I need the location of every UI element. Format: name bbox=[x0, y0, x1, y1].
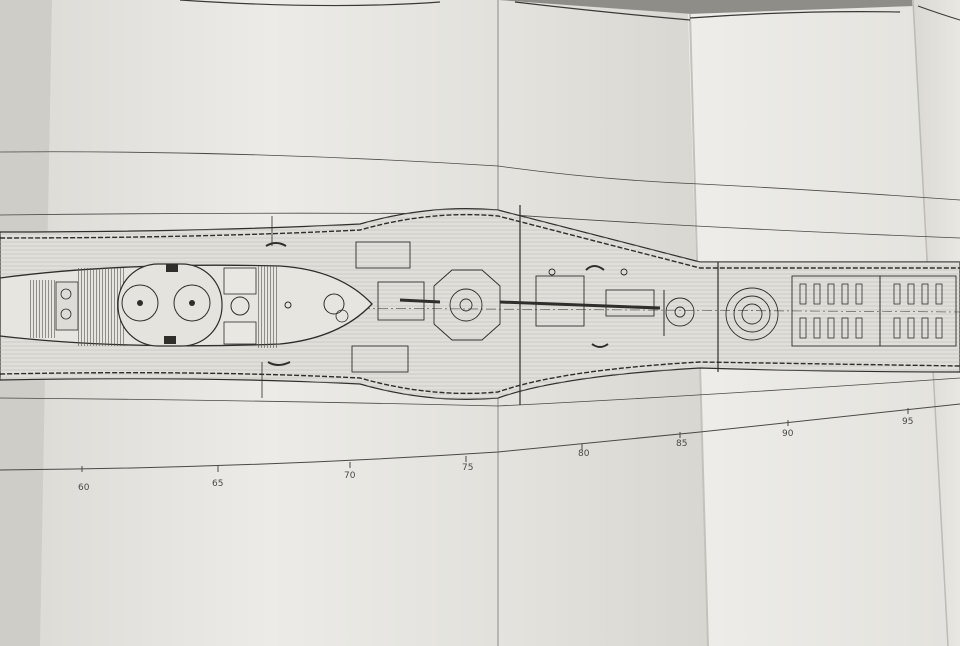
gun-ring bbox=[665, 297, 695, 327]
deck-planking bbox=[0, 208, 960, 400]
deck-box bbox=[55, 281, 79, 331]
davit bbox=[585, 265, 605, 271]
fitting bbox=[166, 264, 178, 272]
turret-center bbox=[189, 300, 195, 306]
scale-label: 60 bbox=[78, 483, 90, 493]
border-line bbox=[689, 11, 901, 19]
gun-mount bbox=[433, 269, 501, 341]
fitting bbox=[164, 336, 176, 344]
gun-ring bbox=[449, 288, 483, 322]
border-line bbox=[179, 0, 441, 7]
vent-circle bbox=[60, 308, 72, 320]
scale-label: 85 bbox=[676, 439, 687, 449]
deck-box bbox=[535, 275, 585, 327]
bollard bbox=[284, 301, 292, 309]
funnel-outline bbox=[733, 295, 771, 333]
vent-circle bbox=[230, 296, 250, 316]
scale-label: 75 bbox=[462, 463, 473, 473]
hatch-cover bbox=[355, 241, 411, 269]
gun-barrel bbox=[399, 298, 441, 304]
midship-fittings bbox=[351, 205, 957, 405]
davit bbox=[591, 343, 609, 348]
gun-ring bbox=[674, 306, 686, 318]
border-line bbox=[514, 1, 691, 21]
scale-label: 90 bbox=[782, 429, 794, 439]
skylight-grid bbox=[879, 275, 957, 347]
bollard bbox=[548, 268, 556, 276]
scale-label: 95 bbox=[902, 417, 913, 427]
funnel-outline bbox=[725, 287, 779, 341]
turret-base bbox=[117, 263, 223, 347]
bollard bbox=[620, 268, 628, 276]
davit bbox=[267, 361, 291, 366]
deck-box bbox=[605, 289, 655, 317]
border-line bbox=[917, 5, 960, 21]
gun-ring bbox=[459, 298, 473, 312]
hatched-area bbox=[28, 280, 56, 338]
rail-line bbox=[0, 213, 960, 269]
skylight-slots bbox=[799, 283, 943, 339]
turret-ring bbox=[173, 284, 211, 322]
deck-box bbox=[223, 267, 257, 295]
hatch-cover bbox=[351, 345, 409, 373]
turret-ring bbox=[121, 284, 159, 322]
deck-box bbox=[223, 321, 257, 345]
forward-superstructure bbox=[0, 216, 373, 398]
scale-label: 65 bbox=[212, 479, 223, 489]
scale-label: 70 bbox=[344, 471, 356, 481]
frame-scale: 60 65 70 75 80 85 90 95 bbox=[78, 408, 913, 493]
shaft bbox=[499, 300, 661, 310]
scale-label: 80 bbox=[578, 449, 590, 459]
capstan bbox=[335, 309, 349, 323]
turret-center bbox=[137, 300, 143, 306]
ship-hull bbox=[0, 208, 960, 400]
davit bbox=[265, 242, 287, 247]
vent-circle bbox=[60, 288, 72, 300]
capstan bbox=[323, 293, 345, 315]
centerline bbox=[0, 305, 960, 313]
funnel-outline bbox=[741, 303, 763, 325]
hatched-area bbox=[256, 266, 278, 348]
rail-line bbox=[0, 361, 960, 395]
